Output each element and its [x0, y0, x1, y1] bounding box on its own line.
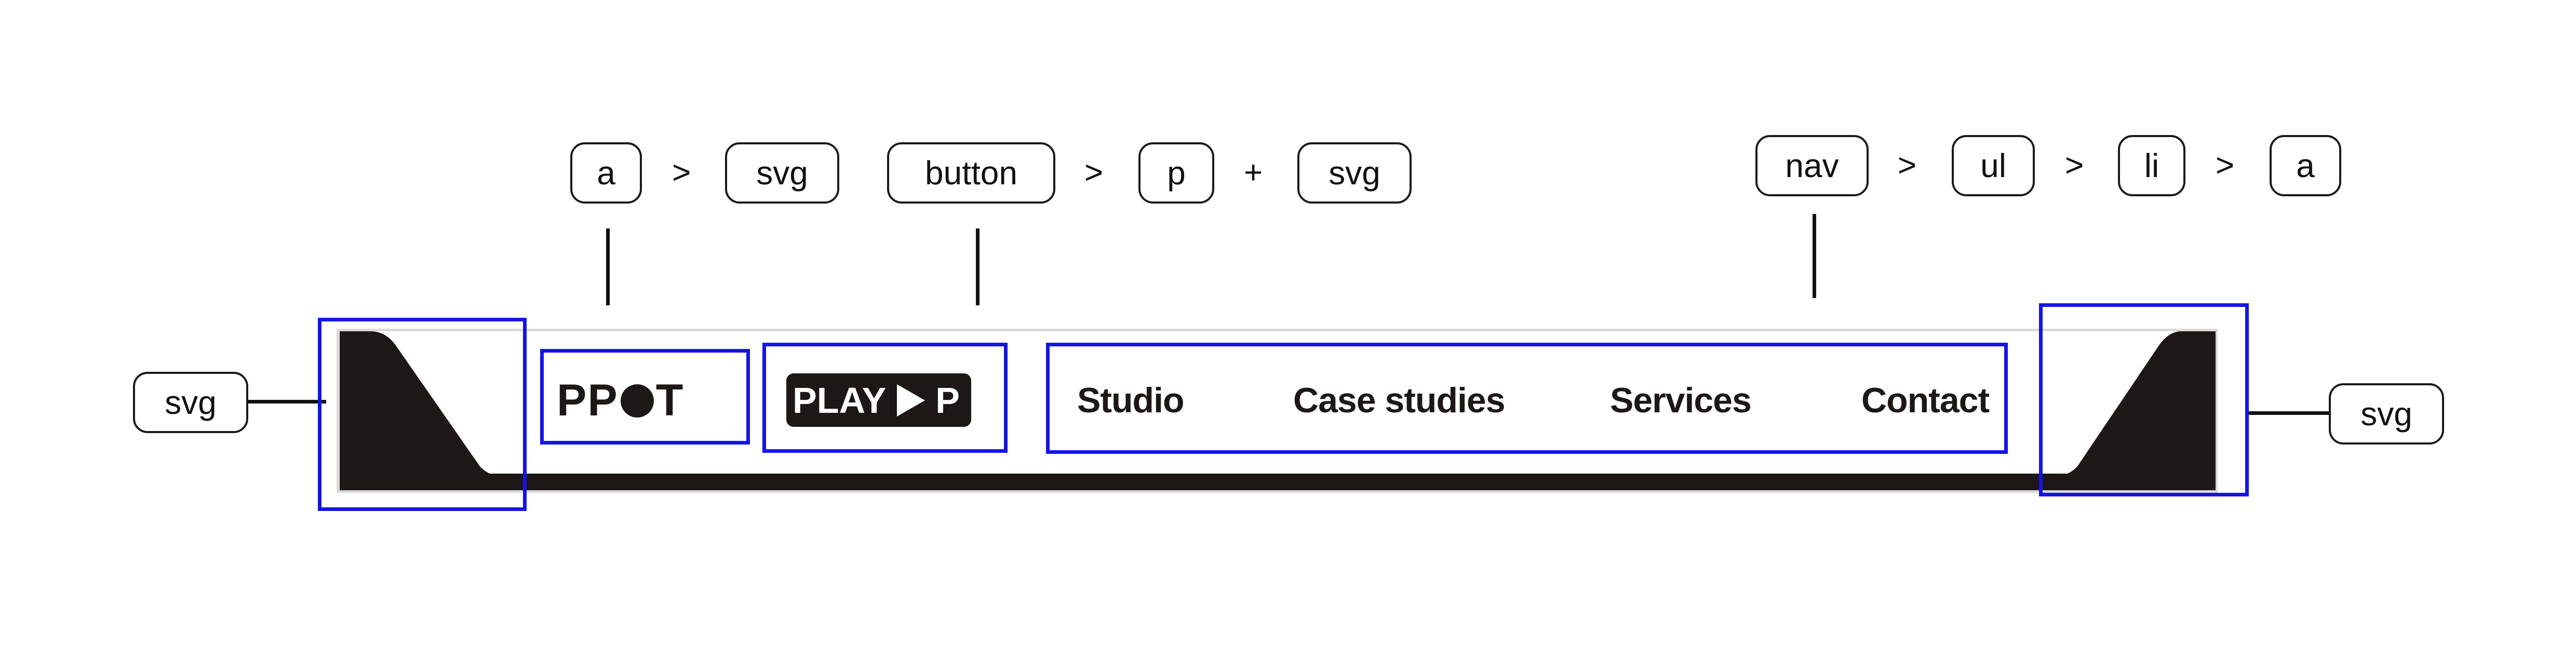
play-button-label: PLAY: [793, 380, 887, 421]
tag-li: li: [2118, 135, 2185, 196]
highlight-right-corner-svg: [2039, 303, 2249, 496]
tag-svg-logo: svg: [725, 142, 839, 204]
separator: >: [2216, 147, 2235, 183]
navbar-bottom-bar: [340, 474, 2216, 490]
play-triangle-icon: [896, 384, 925, 416]
highlight-play-button: [762, 343, 1008, 453]
connector-left-corner: [248, 400, 326, 403]
highlight-logo-svg: [540, 349, 750, 445]
separator: >: [2065, 147, 2084, 183]
tag-a-nav: a: [2270, 135, 2341, 196]
logo-text-end: T: [655, 375, 685, 425]
tag-svg-right-corner: svg: [2329, 383, 2444, 445]
connector-button: [976, 228, 980, 305]
connector-logo: [606, 228, 610, 305]
right-corner-shape: [2041, 331, 2216, 482]
play-button-suffix: P: [935, 380, 960, 421]
tag-svg-left-corner: svg: [133, 372, 248, 433]
nav-link-services[interactable]: Services: [1610, 381, 1752, 420]
tag-p: p: [1138, 142, 1214, 204]
separator: >: [1084, 155, 1104, 191]
tag-a-logo: a: [570, 142, 642, 204]
left-corner-shape: [340, 331, 537, 482]
tag-nav: nav: [1755, 135, 1869, 196]
nav-link-contact[interactable]: Contact: [1861, 381, 1990, 420]
highlight-nav-links: [1046, 343, 2008, 454]
logo-text-start: PP: [557, 375, 619, 425]
logo-dot-icon: [620, 384, 654, 418]
plus-sign: +: [1244, 155, 1263, 191]
logo-link[interactable]: PP T: [557, 375, 684, 426]
connector-right-corner: [2249, 411, 2329, 415]
tag-svg-button: svg: [1297, 142, 1412, 204]
tag-button: button: [887, 142, 1055, 204]
nav-link-studio[interactable]: Studio: [1077, 381, 1185, 420]
connector-nav: [1813, 214, 1816, 298]
nav-link-case-studies[interactable]: Case studies: [1293, 381, 1506, 420]
separator: >: [1898, 147, 1917, 183]
tag-ul: ul: [1952, 135, 2035, 196]
separator: >: [672, 155, 691, 191]
play-button[interactable]: PLAY P: [786, 373, 971, 427]
highlight-left-corner-svg: [318, 318, 527, 511]
